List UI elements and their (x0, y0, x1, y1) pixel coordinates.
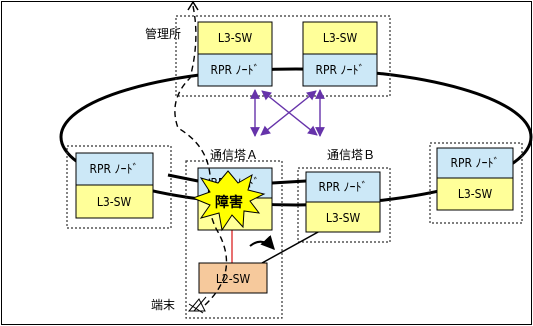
right-rpr-box (436, 147, 514, 179)
mgmt-l3sw-box-2 (302, 21, 378, 55)
tower-b-rpr-label: RPR ﾉｰﾄﾞ (319, 180, 368, 194)
tower-a-label: 通信塔Ａ (210, 148, 258, 162)
left-l3sw-box (75, 184, 154, 219)
left-l3sw-label: L3-SW (97, 195, 132, 209)
rpr-ring (59, 67, 533, 207)
cross-arrows (250, 89, 325, 137)
tower-b-l3sw-label: L3-SW (326, 211, 361, 225)
tower-a-group (185, 160, 283, 319)
terminal-label: 端末 (151, 298, 175, 312)
mgmt-l3sw-box-1 (197, 21, 273, 55)
mgmt-rpr-label-2: RPR ﾉｰﾄﾞ (316, 63, 365, 77)
tower-b-group (297, 167, 391, 243)
tower-b-l3sw-box (305, 201, 381, 233)
fault-label: 障害 (215, 194, 243, 211)
right-rpr-label: RPR ﾉｰﾄﾞ (451, 156, 500, 170)
right-l3sw-box (436, 177, 514, 211)
left-rpr-label: RPR ﾉｰﾄﾞ (90, 162, 139, 176)
mgmt-rpr-label-1: RPR ﾉｰﾄﾞ (211, 63, 260, 77)
terminal-icon (187, 296, 207, 314)
l2sw-box (198, 262, 268, 294)
fault-burst-icon (191, 170, 266, 232)
ring-through-tower-a (167, 173, 199, 183)
dashed-route (174, 5, 228, 306)
right-node-group (429, 142, 523, 224)
tower-b-rpr-box (305, 171, 381, 203)
mgmt-l3sw-label-2: L3-SW (323, 31, 358, 45)
ring-through-tower-b (271, 179, 307, 185)
management-label: 管理所 (145, 26, 181, 41)
mgmt-l3sw-label-1: L3-SW (218, 31, 253, 45)
l2sw-label: L2-SW (216, 272, 251, 286)
mgmt-rpr-box-1 (197, 53, 273, 87)
tower-b-label: 通信塔Ｂ (327, 148, 375, 162)
mgmt-rpr-box-2 (302, 53, 378, 87)
dashed-route-arrowhead (187, 0, 199, 11)
left-rpr-box (75, 152, 154, 186)
reroute-arrow (249, 234, 275, 251)
left-node-group (66, 145, 172, 229)
right-l3sw-label: L3-SW (458, 187, 493, 201)
